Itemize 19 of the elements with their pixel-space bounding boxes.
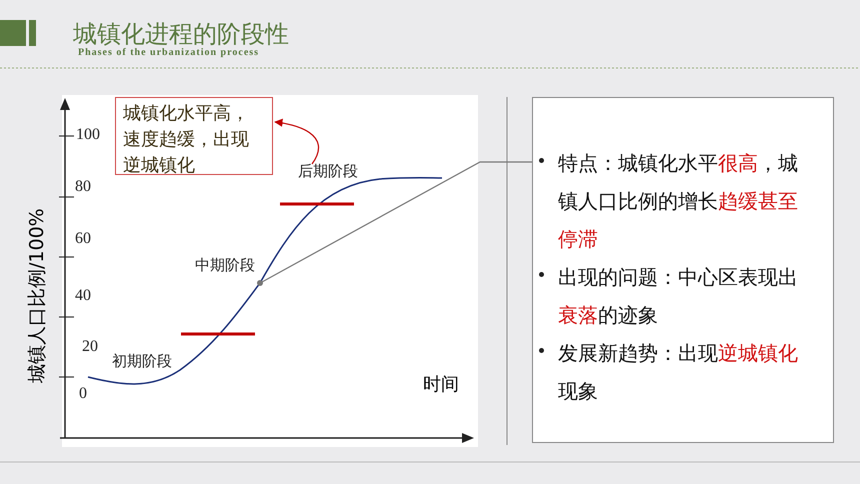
slide-title: 城镇化进程的阶段性 [73,19,289,48]
tick-label: 60 [75,230,91,248]
callout-box: 城镇化水平高，速度趋缓，出现逆城镇化 [115,97,273,175]
axis-title: 时间 [423,373,459,396]
tick-label: 80 [75,178,91,196]
tick-label: 40 [75,287,91,305]
bullet-text: 发展新趋势：出现逆城镇化现象 [558,340,799,405]
stage-label: 中期阶段 [195,256,255,275]
arrow [274,118,319,164]
text-panel [532,97,834,443]
bullet-text: 特点：城镇化水平很高，城镇人口比例的增长趋缓甚至停滞 [558,150,799,253]
tick-label: 100 [76,126,100,144]
subtitle: Phases of the urbanization process [78,47,260,58]
leader-line [262,161,532,283]
stage-label: 初期阶段 [112,352,172,371]
stage-label: 后期阶段 [298,162,358,181]
tick-label: 0 [79,385,87,403]
bullet-text: 出现的问题：中心区表现出衰落的迹象 [558,264,799,329]
tick-label: 20 [82,338,98,356]
